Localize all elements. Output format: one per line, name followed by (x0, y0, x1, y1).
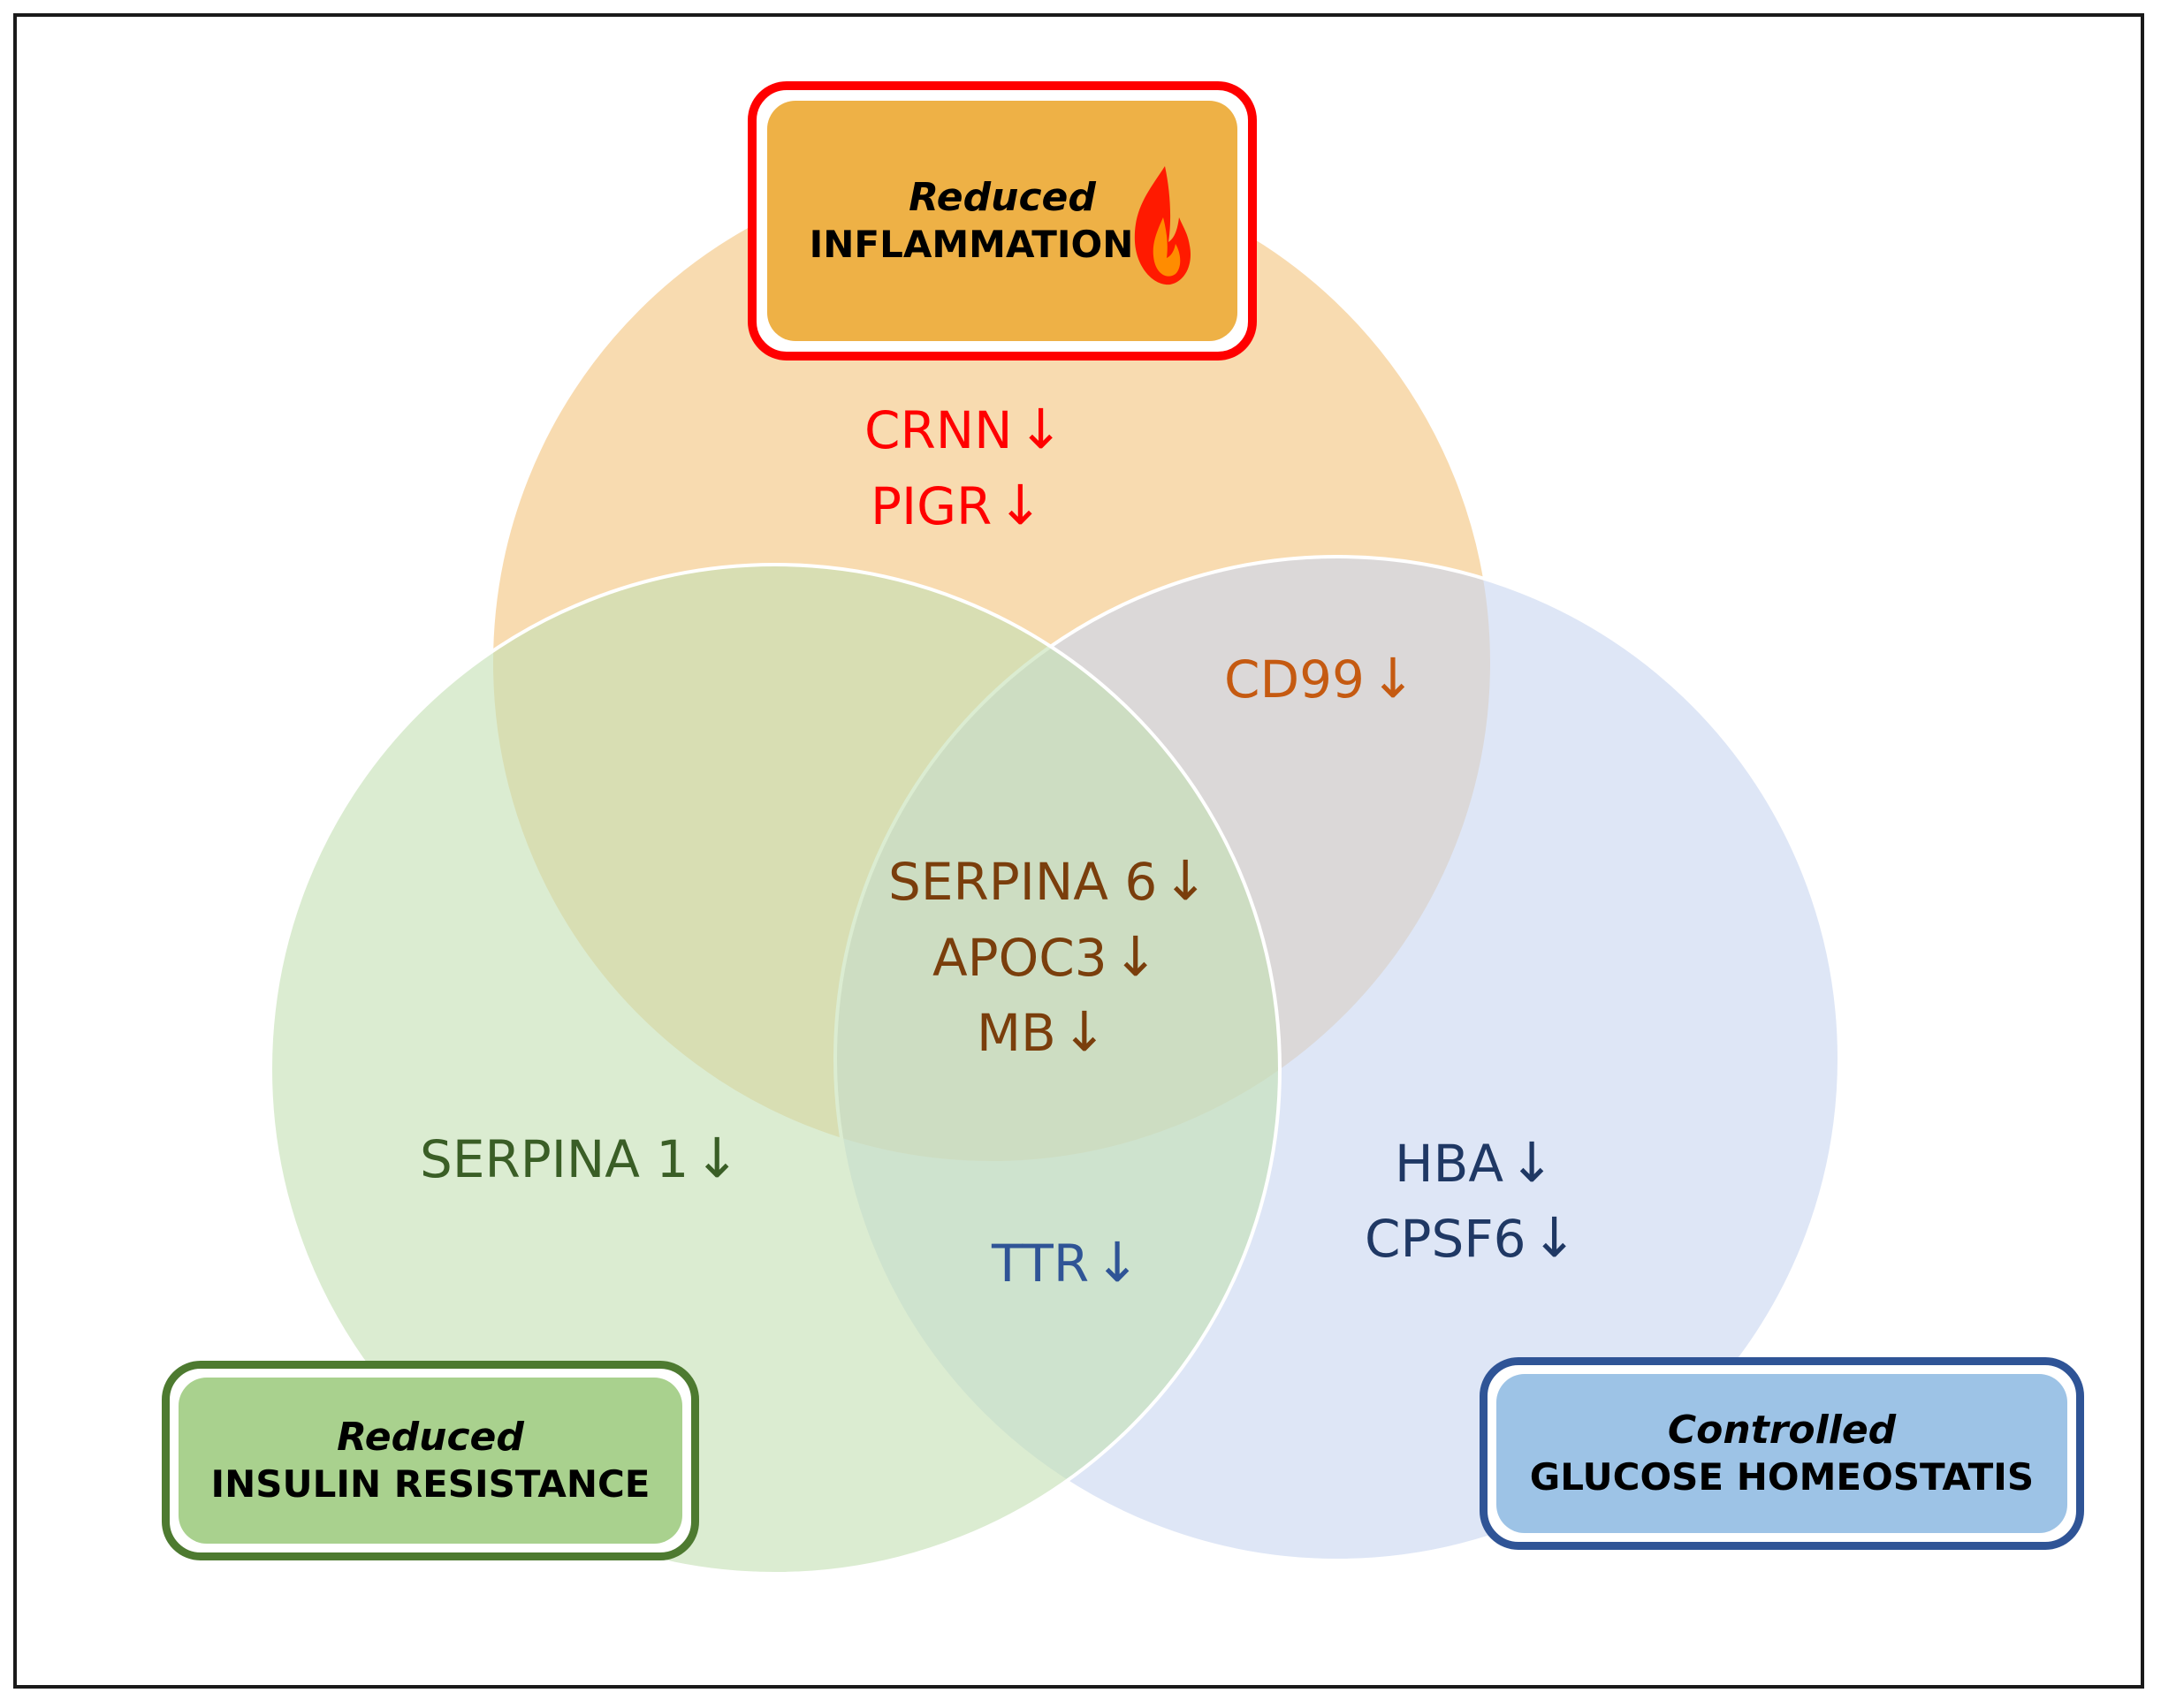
flame-icon (1134, 166, 1191, 285)
gene-cd99: CD99↓ (1224, 646, 1416, 710)
glucose-title: GLUCOSE HOMEOSTATIS (1529, 1455, 2035, 1499)
gene-crnn: CRNN↓ (864, 397, 1064, 461)
down-arrow-icon: ↓ (997, 473, 1044, 537)
insulin-title: INSULIN RESISTANCE (210, 1462, 651, 1507)
gene-cpsf6: CPSF6↓ (1365, 1205, 1578, 1270)
down-arrow-icon: ↓ (1112, 924, 1159, 989)
down-arrow-icon: ↓ (1162, 848, 1209, 913)
down-arrow-icon: ↓ (1094, 1230, 1141, 1294)
gene-ttr: TTR↓ (992, 1230, 1141, 1294)
down-arrow-icon: ↓ (1531, 1205, 1578, 1270)
down-arrow-icon: ↓ (1369, 646, 1416, 710)
gene-pigr: PIGR↓ (871, 473, 1044, 537)
gene-serpina6: SERPINA 6↓ (888, 848, 1209, 913)
insulin-qualifier: Reduced (337, 1415, 524, 1461)
gene-serpina1: SERPINA 1↓ (420, 1126, 741, 1190)
gene-hba: HBA↓ (1395, 1130, 1556, 1195)
down-arrow-icon: ↓ (1509, 1130, 1556, 1195)
inflammation-title: INFLAMMATION (809, 223, 1134, 267)
inflammation-qualifier: Reduced (909, 175, 1096, 221)
down-arrow-icon: ↓ (1017, 397, 1064, 461)
glucose-label-box: Controlled GLUCOSE HOMEOSTATIS (1480, 1357, 2084, 1550)
insulin-circle (269, 563, 1282, 1575)
insulin-label-box: Reduced INSULIN RESISTANCE (162, 1361, 699, 1560)
down-arrow-icon: ↓ (1061, 999, 1107, 1064)
gene-apoc3: APOC3↓ (932, 924, 1159, 989)
down-arrow-icon: ↓ (694, 1126, 741, 1190)
gene-mb: MB↓ (977, 999, 1107, 1064)
glucose-qualifier: Controlled (1667, 1408, 1897, 1454)
